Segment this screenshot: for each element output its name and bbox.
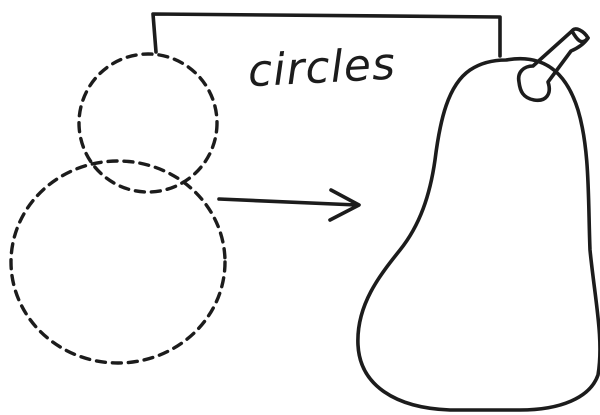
arrow-icon <box>219 190 359 220</box>
pear-outline <box>358 59 600 410</box>
large-dashed-circle <box>11 161 225 363</box>
small-dashed-circle <box>79 54 217 192</box>
circles-label: circles <box>247 39 397 98</box>
